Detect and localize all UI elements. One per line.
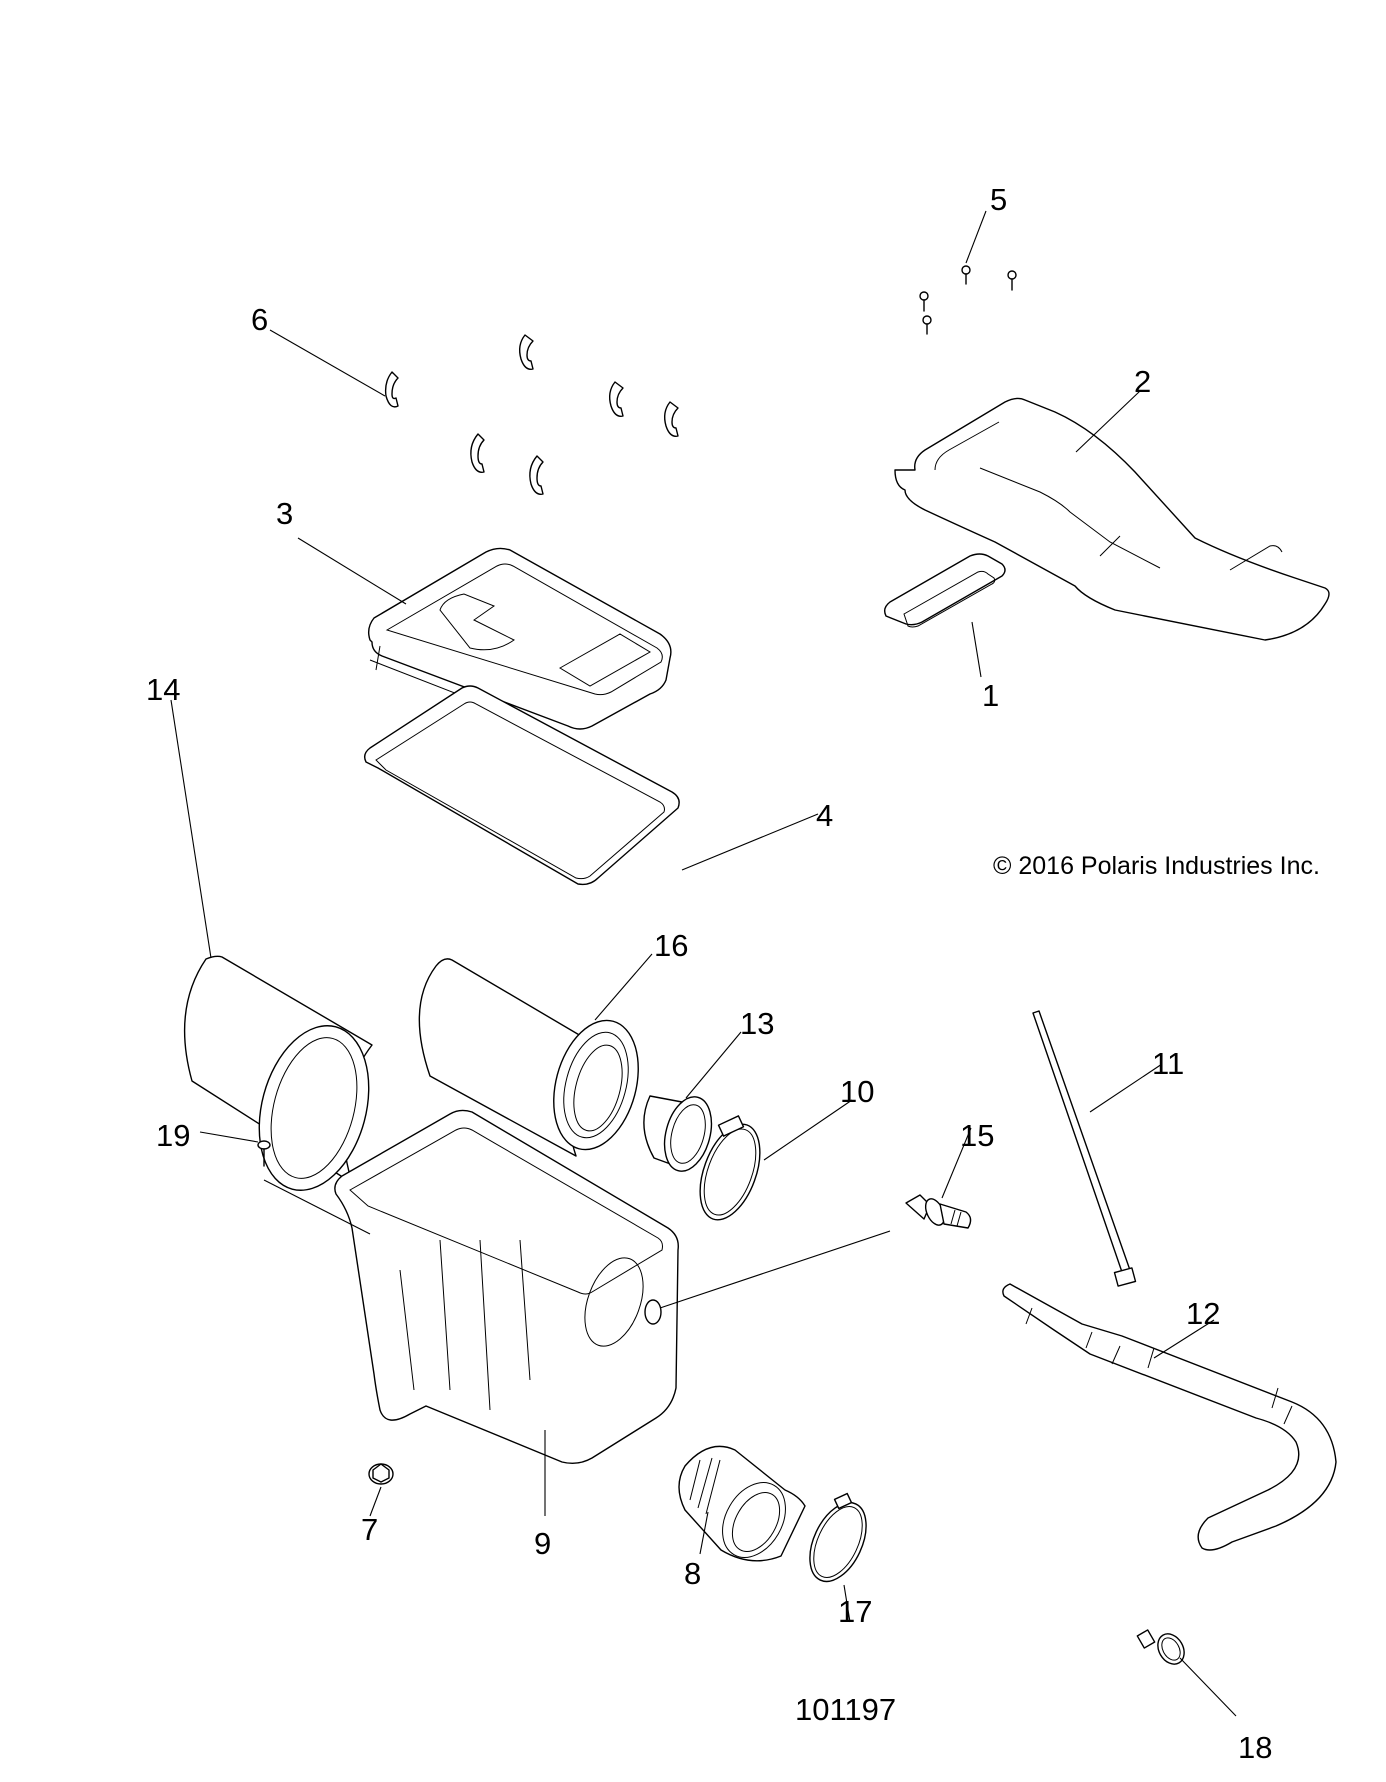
copyright-notice: © 2016 Polaris Industries Inc. xyxy=(993,852,1320,880)
part-4-seal[interactable] xyxy=(363,685,680,886)
leader-15-port xyxy=(659,1230,891,1309)
callout-2[interactable]: 2 xyxy=(1134,364,1151,399)
part-15-drain-fitting[interactable] xyxy=(905,1194,972,1229)
leader-19 xyxy=(199,1131,259,1143)
leader-14 xyxy=(170,699,212,959)
part-13-adapter[interactable] xyxy=(643,1092,719,1177)
callout-4[interactable]: 4 xyxy=(816,798,833,833)
callout-6[interactable]: 6 xyxy=(251,302,268,337)
callout-12[interactable]: 12 xyxy=(1186,1296,1220,1331)
callout-11[interactable]: 11 xyxy=(1152,1046,1184,1081)
leader-5 xyxy=(965,210,987,264)
part-14-pre-filter[interactable] xyxy=(183,955,386,1202)
leader-10 xyxy=(763,1099,853,1161)
leader-1 xyxy=(971,621,982,678)
callout-7[interactable]: 7 xyxy=(361,1512,378,1547)
leader-13 xyxy=(685,1031,742,1099)
part-17-boot-clamp[interactable] xyxy=(798,1492,877,1591)
leader-16 xyxy=(594,953,653,1021)
callout-13[interactable]: 13 xyxy=(740,1006,774,1041)
part-6-clips[interactable] xyxy=(384,334,679,495)
leader-12 xyxy=(1153,1319,1215,1359)
callout-19[interactable]: 19 xyxy=(156,1118,190,1153)
part-9-airbox-base[interactable] xyxy=(334,1109,679,1465)
callout-1[interactable]: 1 xyxy=(982,678,999,713)
part-2-intake-duct[interactable] xyxy=(894,397,1330,641)
part-18-hose-clamp-small[interactable] xyxy=(1136,1629,1189,1669)
leader-15 xyxy=(941,1127,972,1199)
part-16-air-filter[interactable] xyxy=(418,958,651,1159)
callout-3[interactable]: 3 xyxy=(276,496,293,531)
part-1-seal-plate[interactable] xyxy=(883,553,1006,628)
leader-7 xyxy=(369,1486,382,1517)
callout-8[interactable]: 8 xyxy=(684,1556,701,1591)
part-7-nut[interactable] xyxy=(368,1463,394,1485)
callout-14[interactable]: 14 xyxy=(146,672,180,707)
part-11-cable-tie[interactable] xyxy=(1032,1010,1137,1287)
part-3-airbox-cover[interactable] xyxy=(367,547,672,735)
leader-17 xyxy=(843,1584,851,1623)
leader-19-hole xyxy=(263,1179,371,1235)
callout-9[interactable]: 9 xyxy=(534,1526,551,1561)
callout-18[interactable]: 18 xyxy=(1238,1730,1272,1765)
callout-5[interactable]: 5 xyxy=(990,182,1007,217)
leader-2 xyxy=(1075,390,1141,453)
part-12-drain-hose[interactable] xyxy=(1002,1283,1337,1551)
part-19-screw[interactable] xyxy=(257,1140,271,1167)
leader-4 xyxy=(681,813,819,871)
callout-17[interactable]: 17 xyxy=(838,1594,872,1629)
part-8-outlet-boot[interactable] xyxy=(678,1445,806,1568)
leader-3 xyxy=(297,537,407,605)
callout-16[interactable]: 16 xyxy=(654,928,688,963)
figure-number: 101197 xyxy=(795,1692,897,1727)
leader-18 xyxy=(1179,1657,1237,1717)
part-10-clamp[interactable] xyxy=(688,1115,771,1228)
leader-6 xyxy=(269,329,386,397)
leader-11 xyxy=(1089,1063,1163,1113)
leader-8 xyxy=(699,1511,709,1555)
callout-15[interactable]: 15 xyxy=(960,1118,994,1153)
part-5-screws[interactable] xyxy=(919,265,1017,335)
callout-10[interactable]: 10 xyxy=(840,1074,874,1109)
